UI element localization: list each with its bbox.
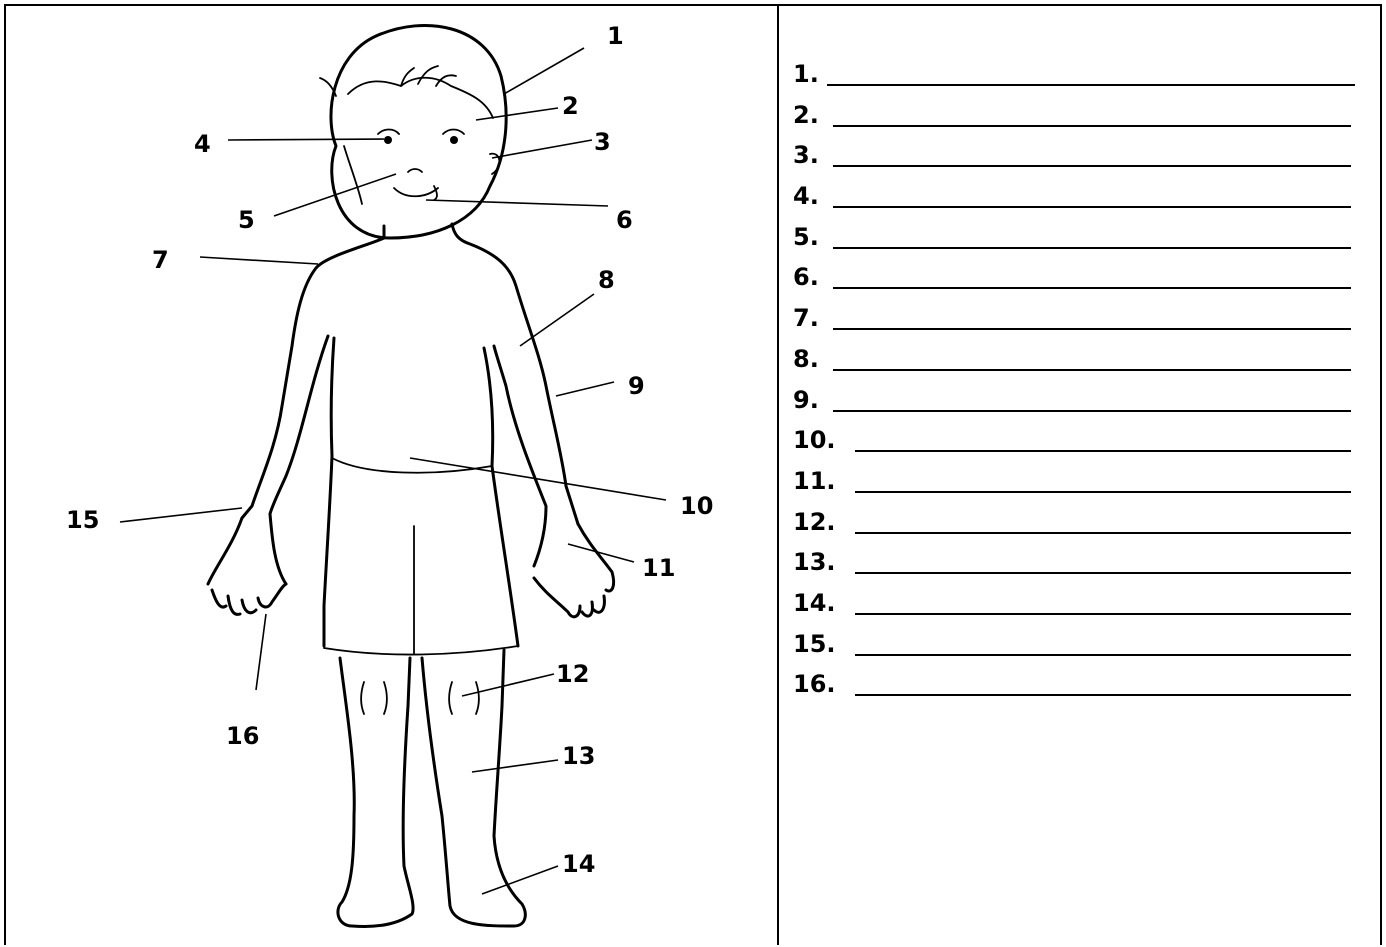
answer-blank[interactable] (855, 450, 1351, 452)
figure-label-3: 3 (594, 128, 611, 156)
answer-blank[interactable] (833, 247, 1351, 249)
figure-label-1: 1 (607, 22, 624, 50)
answer-number: 6. (793, 263, 819, 291)
child-body-drawing: 1 2 3 4 5 6 7 8 9 10 11 12 13 14 15 16 (6, 6, 777, 947)
answer-blank[interactable] (855, 532, 1351, 534)
answer-number: 12. (793, 508, 836, 536)
figure-label-6: 6 (616, 206, 633, 234)
figure-label-10: 10 (680, 492, 713, 520)
figure-label-12: 12 (556, 660, 589, 688)
answer-number: 16. (793, 670, 836, 698)
figure-label-8: 8 (598, 266, 615, 294)
figure-cell: 1 2 3 4 5 6 7 8 9 10 11 12 13 14 15 16 (6, 6, 779, 945)
answer-number: 2. (793, 101, 819, 129)
answer-number: 1. (793, 60, 819, 88)
figure-label-16: 16 (226, 722, 259, 750)
figure-label-7: 7 (152, 246, 169, 274)
figure-label-13: 13 (562, 742, 595, 770)
figure-label-9: 9 (628, 372, 645, 400)
answer-cell: 1. 2. 3. 4. 5. 6. 7. 8. 9. 10. 11. 12. 1… (779, 6, 1380, 945)
figure-label-14: 14 (562, 850, 595, 878)
figure-label-2: 2 (562, 92, 579, 120)
answer-blank[interactable] (855, 694, 1351, 696)
answer-number: 9. (793, 386, 819, 414)
answer-blank[interactable] (833, 328, 1351, 330)
answer-number: 15. (793, 630, 836, 658)
answer-blank[interactable] (833, 165, 1351, 167)
answer-number: 14. (793, 589, 836, 617)
answer-blank[interactable] (833, 287, 1351, 289)
answer-blank[interactable] (855, 572, 1351, 574)
answer-blank[interactable] (855, 654, 1351, 656)
answer-number: 3. (793, 141, 819, 169)
answer-blank[interactable] (827, 84, 1355, 86)
answer-number: 13. (793, 548, 836, 576)
answer-blank[interactable] (833, 410, 1351, 412)
figure-label-5: 5 (238, 206, 255, 234)
answer-number: 8. (793, 345, 819, 373)
answer-number: 11. (793, 467, 836, 495)
answer-number: 10. (793, 426, 836, 454)
answer-blank[interactable] (855, 613, 1351, 615)
answer-blank[interactable] (833, 125, 1351, 127)
worksheet-table: 1 2 3 4 5 6 7 8 9 10 11 12 13 14 15 16 1… (4, 4, 1382, 945)
answer-blank[interactable] (833, 206, 1351, 208)
figure-label-4: 4 (194, 130, 211, 158)
answer-number: 5. (793, 223, 819, 251)
figure-label-11: 11 (642, 554, 675, 582)
answer-blank[interactable] (855, 491, 1351, 493)
figure-label-15: 15 (66, 506, 99, 534)
answer-number: 7. (793, 304, 819, 332)
answer-blank[interactable] (833, 369, 1351, 371)
answer-number: 4. (793, 182, 819, 210)
